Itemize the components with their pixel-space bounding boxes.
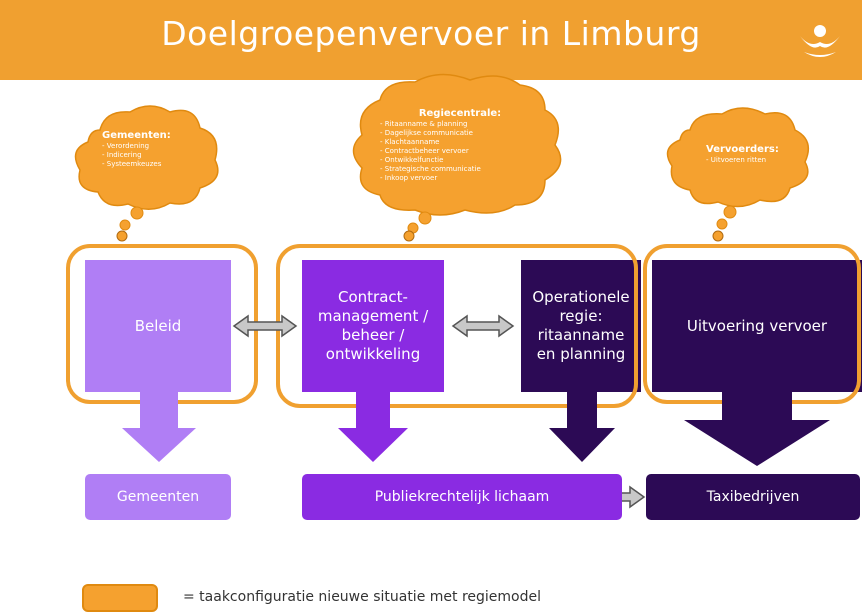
title-bar: Doelgroepenvervoer in Limburg <box>0 0 862 80</box>
contract-label-line: beheer / <box>341 326 405 344</box>
cloud-list-item: Inkoop vervoer <box>380 174 540 183</box>
cloud-list-item: Verordening <box>102 142 202 151</box>
cloud-regiecentrale-title: Regiecentrale: <box>418 108 502 119</box>
down-arrow-icon <box>684 392 830 466</box>
gemeenten-box: Gemeenten <box>85 474 231 520</box>
cloud-list-item: Klachtaanname <box>380 138 540 147</box>
publiek-box: Publiekrechtelijk lichaam <box>302 474 622 520</box>
legend-swatch <box>82 584 158 612</box>
cloud-list-item: Ontwikkelfunctie <box>380 156 540 165</box>
cloud-vervoerders <box>666 107 810 242</box>
operationele-box-shape <box>521 260 641 392</box>
cloud-list-item: Strategische communicatie <box>380 165 540 174</box>
cloud-vervoerders-title: Vervoerders: <box>706 144 779 155</box>
contract-label-line: management / <box>317 307 429 325</box>
cloud-list-item: Uitvoeren ritten <box>706 156 796 165</box>
operationele-label-line: en planning <box>536 345 626 363</box>
contract-label-line: Contract- <box>338 288 408 306</box>
operationele-box: Operationele regie: ritaanname en planni… <box>521 260 641 392</box>
publiek-label: Publiekrechtelijk lichaam <box>374 489 550 505</box>
operationele-label-line: regie: <box>559 307 603 325</box>
double-arrow-icon <box>451 314 515 338</box>
cloud-vervoerders-text: Vervoerders: Uitvoeren ritten <box>706 144 796 165</box>
cloud-list-item: Dagelijkse communicatie <box>380 129 540 138</box>
down-arrow-icon <box>338 392 408 462</box>
contract-box-shape <box>302 260 444 392</box>
cloud-list-item: Contractbeheer vervoer <box>380 147 540 156</box>
cloud-gemeenten-title: Gemeenten: <box>102 130 171 141</box>
double-arrow-icon <box>232 314 298 338</box>
page-title: Doelgroepenvervoer in Limburg <box>161 14 701 53</box>
cloud-regiecentrale-text: Regiecentrale: Ritaanname & planning Dag… <box>380 108 540 183</box>
cloud-list-item: Ritaanname & planning <box>380 120 540 129</box>
person-logo-icon <box>800 25 840 57</box>
gemeenten-label: Gemeenten <box>116 489 200 505</box>
contract-label-line: ontwikkeling <box>325 345 421 363</box>
contract-box: Contract- management / beheer / ontwikke… <box>302 260 444 392</box>
uitvoering-box-shape <box>652 260 862 392</box>
legend-text: = taakconfiguratie nieuwe situatie met r… <box>183 589 541 605</box>
uitvoering-label: Uitvoering vervoer <box>686 316 828 335</box>
beleid-box-shape <box>85 260 231 392</box>
beleid-box: Beleid <box>85 260 231 392</box>
cloud-list-item: Indicering <box>102 151 202 160</box>
beleid-label: Beleid <box>134 316 182 335</box>
uitvoering-box: Uitvoering vervoer <box>652 260 862 392</box>
cloud-gemeenten-text: Gemeenten: Verordening Indicering Systee… <box>102 130 202 169</box>
taxi-box: Taxibedrijven <box>646 474 860 520</box>
down-arrow-icon <box>549 392 615 462</box>
operationele-label-line: Operationele <box>532 288 630 306</box>
taxi-label: Taxibedrijven <box>706 489 800 505</box>
cloud-list-item: Systeemkeuzes <box>102 160 202 169</box>
down-arrow-icon <box>122 392 196 462</box>
operationele-label-line: ritaanname <box>537 326 625 344</box>
cloud-gemeenten <box>74 105 219 242</box>
